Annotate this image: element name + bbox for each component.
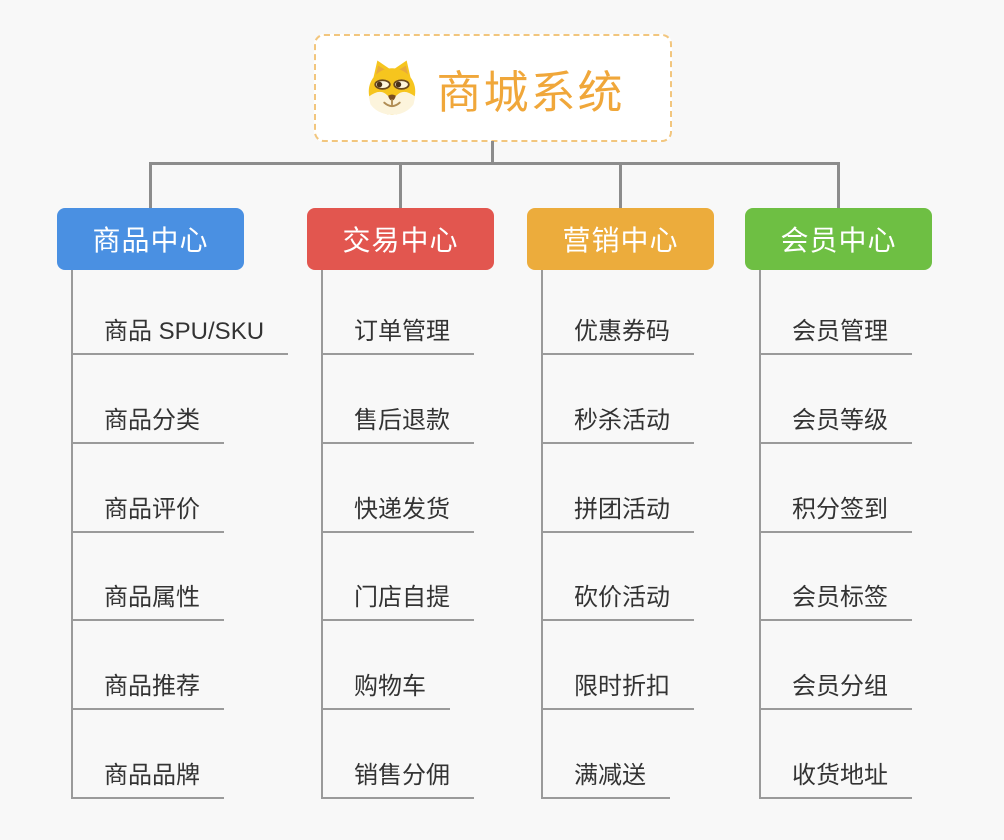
branch-item[interactable]: 砍价活动 xyxy=(541,583,694,622)
branch-item[interactable]: 满减送 xyxy=(541,761,670,799)
root-node[interactable]: 商城系统 xyxy=(314,34,672,142)
branch-item[interactable]: 会员等级 xyxy=(759,406,912,444)
branch-item[interactable]: 门店自提 xyxy=(321,583,474,622)
branch-trunk-line xyxy=(759,270,761,799)
branch-item[interactable]: 优惠券码 xyxy=(541,317,694,355)
root-title: 商城系统 xyxy=(436,66,625,118)
branch-item[interactable]: 收货地址 xyxy=(759,761,912,799)
branch-box-product-center[interactable]: 商品中心 xyxy=(57,208,244,270)
connector-bus xyxy=(149,162,840,165)
branch-item[interactable]: 拼团活动 xyxy=(541,495,694,533)
branch-box-trade-center[interactable]: 交易中心 xyxy=(307,208,494,270)
branch-item[interactable]: 会员标签 xyxy=(759,583,912,622)
branch-item[interactable]: 售后退款 xyxy=(321,406,474,444)
branch-item[interactable]: 积分签到 xyxy=(759,495,912,533)
connector-root-trunk xyxy=(491,141,494,163)
branch-trunk-line xyxy=(321,270,323,799)
branch-item[interactable]: 商品推荐 xyxy=(71,672,224,711)
branch-trunk-line xyxy=(71,270,73,799)
branch-item[interactable]: 订单管理 xyxy=(321,317,474,355)
branch-item[interactable]: 商品评价 xyxy=(71,495,224,533)
branch-trunk-line xyxy=(541,270,543,799)
branch-item[interactable]: 会员分组 xyxy=(759,672,912,711)
branch-box-member-center[interactable]: 会员中心 xyxy=(745,208,932,270)
branch-item[interactable]: 商品分类 xyxy=(71,406,224,444)
branch-item[interactable]: 购物车 xyxy=(321,672,450,711)
branch-item[interactable]: 会员管理 xyxy=(759,317,912,355)
branch-item[interactable]: 销售分佣 xyxy=(321,761,474,799)
branch-item[interactable]: 商品 SPU/SKU xyxy=(71,317,289,355)
connector-drop-3 xyxy=(619,162,622,209)
connector-drop-2 xyxy=(399,162,402,209)
branch-box-marketing-center[interactable]: 营销中心 xyxy=(527,208,714,270)
branch-item[interactable]: 秒杀活动 xyxy=(541,406,694,444)
branch-item[interactable]: 商品属性 xyxy=(71,583,224,622)
connector-drop-1 xyxy=(149,162,152,209)
shiba-dog-icon xyxy=(369,60,416,115)
connector-drop-4 xyxy=(837,162,840,209)
branch-item[interactable]: 快递发货 xyxy=(321,495,474,533)
branch-item[interactable]: 限时折扣 xyxy=(541,672,694,711)
branch-item[interactable]: 商品品牌 xyxy=(71,761,224,799)
